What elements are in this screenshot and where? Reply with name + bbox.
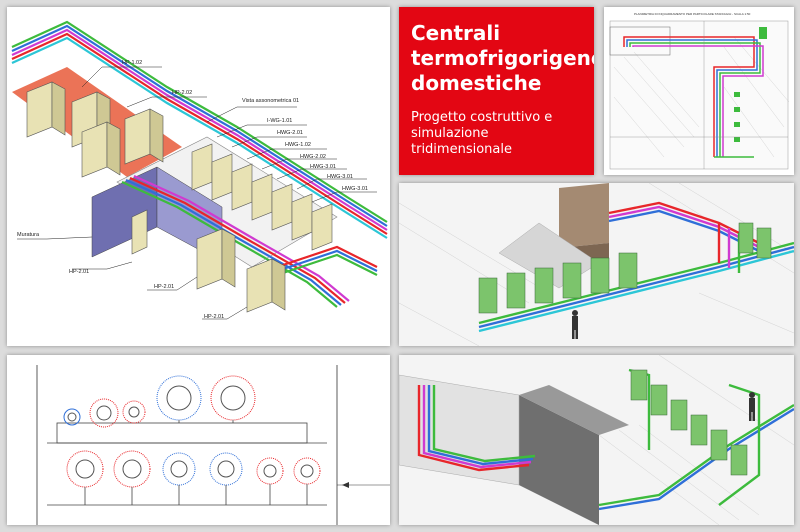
- pipe-sections: [63, 375, 321, 488]
- render-drawing-1: [399, 183, 794, 346]
- label-hwg-2-01: HWG-2.01: [277, 130, 303, 136]
- subtitle-line: Progetto costruttivo e: [411, 110, 553, 125]
- label-hp-2-01-a: HP-2.01: [69, 269, 89, 275]
- project-subtitle: Progetto costruttivo e simulazione tridi…: [411, 110, 582, 158]
- plan-drawing-panel: PLANIMETRIA DI INQUADRAMENTO PER PARTICO…: [604, 7, 794, 175]
- label-hwg-3-01-b: HWG-3.01: [327, 174, 353, 180]
- label-hwg-2-02: HWG-2.02: [300, 154, 326, 160]
- heat-pump-units: [26, 81, 333, 313]
- label-hp-2-01-b: HP-2.01: [154, 284, 174, 290]
- label-iwg-1-01: I-WG-1.01: [267, 118, 292, 124]
- label-hwg-3-01-a: HWG-3.01: [310, 164, 336, 170]
- plan-header: PLANIMETRIA DI INQUADRAMENTO PER PARTICO…: [634, 12, 751, 16]
- axonometric-drawing: HP-1.02 HP-2.02 Vista assonometrica 01 I…: [11, 20, 388, 320]
- elevation-drawing: [36, 365, 390, 525]
- title-box: Centrali termofrigorigene domestiche Pro…: [399, 7, 594, 175]
- label-vista: Vista assonometrica 01: [242, 98, 299, 104]
- pipe-bundle: [11, 20, 388, 308]
- elevation-panel: [7, 355, 390, 525]
- label-hp-2-02: HP-2.02: [172, 90, 192, 96]
- label-muratura: Muratura: [17, 232, 40, 238]
- plan-drawing: PLANIMETRIA DI INQUADRAMENTO PER PARTICO…: [609, 12, 790, 170]
- render-view-2: [399, 355, 794, 525]
- title-line: termofrigorigene: [411, 46, 594, 70]
- title-line: domestiche: [411, 71, 542, 95]
- project-title: Centrali termofrigorigene domestiche: [411, 21, 594, 96]
- person-figure-2: [749, 392, 755, 421]
- render-view-1: [399, 183, 794, 346]
- person-figure: [572, 310, 578, 339]
- render-drawing-2: [399, 355, 794, 525]
- title-line: Centrali: [411, 21, 501, 45]
- label-hp-1-02: HP-1.02: [122, 60, 142, 66]
- title-panel: Centrali termofrigorigene domestiche Pro…: [399, 7, 594, 175]
- label-hwg-1-02: HWG-1.02: [285, 142, 311, 148]
- subtitle-line: simulazione: [411, 126, 489, 141]
- render-units-2: [630, 369, 748, 476]
- label-hwg-3-01-c: HWG-3.01: [342, 186, 368, 192]
- render-units-1: [478, 222, 772, 314]
- axonometric-view-panel: HP-1.02 HP-2.02 Vista assonometrica 01 I…: [7, 7, 390, 346]
- subtitle-line: tridimensionale: [411, 142, 512, 157]
- label-hp-2-01-c: HP-2.01: [204, 314, 224, 320]
